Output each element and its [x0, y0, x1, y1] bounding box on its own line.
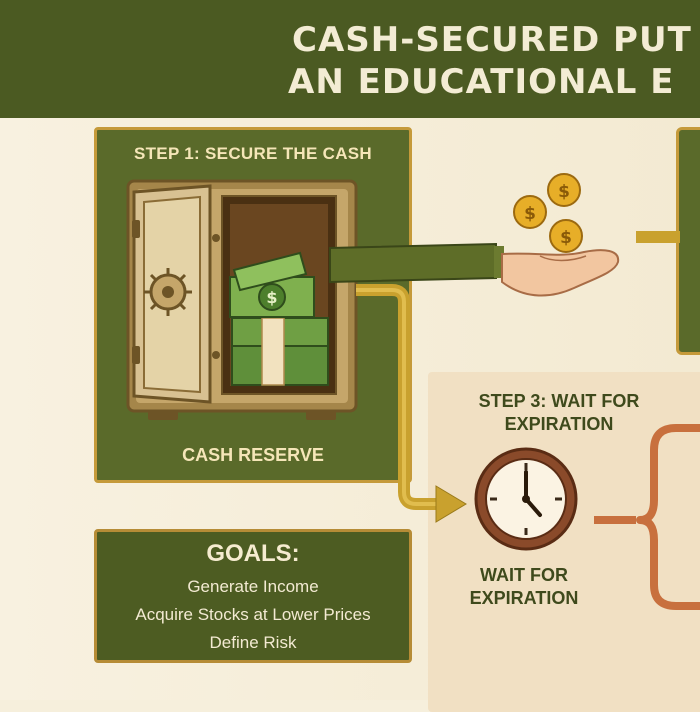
- coin-icon: $: [513, 195, 547, 229]
- coin-icon: $: [547, 173, 581, 207]
- step3-caption-line1: WAIT FOR: [480, 565, 568, 585]
- step3-caption-line2: EXPIRATION: [469, 588, 579, 608]
- coin-icon: $: [549, 219, 583, 253]
- goals-panel: GOALS: Generate Income Acquire Stocks at…: [94, 529, 412, 663]
- bracket-connector: [594, 424, 700, 610]
- goal-item: Define Risk: [209, 633, 297, 652]
- goals-heading: GOALS:: [206, 540, 300, 567]
- step1-caption: CASH RESERVE: [182, 445, 324, 465]
- step3-title-line2: EXPIRATION: [504, 414, 614, 434]
- goal-item: Generate Income: [187, 577, 319, 596]
- svg-text:$: $: [524, 204, 536, 224]
- svg-text:$: $: [558, 182, 570, 202]
- hand-icon: [501, 249, 620, 297]
- title-line-1: CASH-SECURED PUT: [292, 20, 692, 60]
- step3-panel: STEP 3: WAIT FOR EXPIRATION WAIT FOR EXP…: [428, 372, 700, 712]
- step3-title-line1: STEP 3: WAIT FOR: [478, 391, 640, 411]
- cash-bundle-icon: $: [229, 251, 329, 386]
- clock-icon: [474, 447, 578, 551]
- arm-icon: [329, 242, 504, 284]
- goal-item: Acquire Stocks at Lower Prices: [135, 605, 371, 624]
- step1-title: STEP 1: SECURE THE CASH: [133, 144, 373, 163]
- step3-title: STEP 3: WAIT FOR EXPIRATION: [428, 390, 690, 436]
- step3-caption: WAIT FOR EXPIRATION: [428, 564, 620, 610]
- connector-line: [636, 231, 680, 243]
- svg-text:$: $: [560, 228, 572, 248]
- dollar-sign-icon: $: [266, 288, 277, 307]
- arrow-icon: [356, 284, 467, 523]
- title-banner: CASH-SECURED PUT AN EDUCATIONAL E: [0, 0, 700, 118]
- title-line-2: AN EDUCATIONAL E: [288, 62, 675, 102]
